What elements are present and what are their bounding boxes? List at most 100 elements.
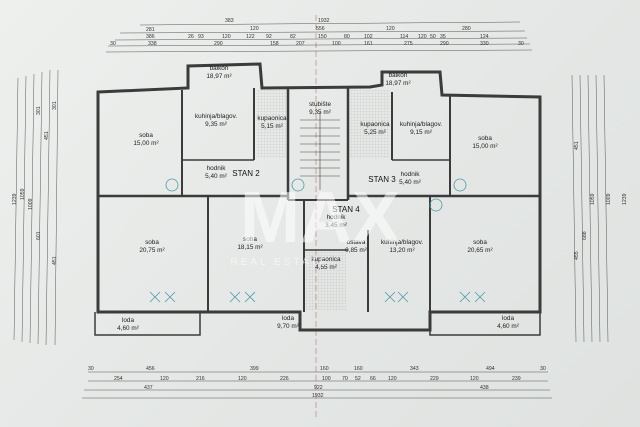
- svg-text:150: 150: [318, 34, 327, 40]
- svg-text:66: 66: [370, 376, 376, 382]
- room-area: 18,97 m²: [385, 80, 410, 87]
- room-area: 3,45 m²: [325, 222, 347, 229]
- room-area: 20,65 m²: [467, 247, 492, 254]
- room-name: kuhinja/blagov.: [195, 113, 237, 120]
- svg-text:1009: 1009: [28, 198, 34, 210]
- svg-text:301: 301: [52, 101, 58, 110]
- svg-text:438: 438: [480, 385, 489, 391]
- watermark: MAX REAL ESTATE: [231, 178, 400, 268]
- top-dimensions: [105, 21, 533, 53]
- svg-text:30: 30: [540, 366, 546, 372]
- svg-text:30: 30: [518, 41, 524, 47]
- left-dimensions: [13, 69, 59, 346]
- svg-text:120: 120: [250, 26, 259, 32]
- room-name: balkon: [389, 72, 408, 79]
- room-area: 13,20 m²: [389, 247, 414, 254]
- room-area: 0,85 m²: [345, 247, 367, 254]
- room-area: 5,40 m²: [399, 179, 421, 186]
- room-labels: balkon 18,97 m² soba 15,00 m² kuhinja/bl…: [117, 65, 519, 332]
- svg-text:494: 494: [486, 366, 495, 372]
- room-area: 20,75 m²: [139, 247, 164, 254]
- room-name: kuhinja/blagov.: [400, 121, 442, 128]
- svg-text:80: 80: [344, 34, 350, 40]
- room-name: loda: [282, 315, 295, 322]
- watermark-tagline: REAL ESTATE: [231, 257, 330, 268]
- room-name: soba: [478, 135, 492, 142]
- svg-text:280: 280: [462, 26, 471, 32]
- svg-text:451: 451: [44, 131, 50, 140]
- left-dimension-values: 1239 1059 1009 601 451 451 301 301: [12, 101, 58, 265]
- svg-text:158: 158: [270, 41, 279, 47]
- svg-text:216: 216: [196, 376, 205, 382]
- svg-text:451: 451: [52, 256, 58, 265]
- svg-text:82: 82: [290, 34, 296, 40]
- svg-text:226: 226: [280, 376, 289, 382]
- svg-text:386: 386: [146, 34, 155, 40]
- svg-text:601: 601: [36, 231, 42, 240]
- svg-text:1239: 1239: [622, 193, 628, 205]
- svg-text:50: 50: [430, 34, 436, 40]
- svg-text:1059: 1059: [590, 193, 596, 205]
- room-area: 18,15 m²: [237, 244, 262, 251]
- svg-text:160: 160: [320, 366, 329, 372]
- svg-text:239: 239: [512, 376, 521, 382]
- svg-text:275: 275: [404, 41, 413, 47]
- svg-text:343: 343: [410, 366, 419, 372]
- svg-text:556: 556: [316, 26, 325, 32]
- room-name: soba: [145, 239, 159, 246]
- room-name: ostava: [347, 239, 366, 246]
- bathroom-tiles-stan2: [256, 90, 286, 158]
- svg-text:114: 114: [400, 34, 408, 40]
- room-name: kupaonica: [360, 121, 390, 128]
- room-name: soba: [243, 236, 257, 243]
- room-area: 9,35 m²: [205, 121, 227, 128]
- svg-text:52: 52: [355, 376, 361, 382]
- bottom-dimension-values: 30 456 399 160 160 343 494 30 254 120 21…: [88, 366, 546, 399]
- room-area: 5,40 m²: [205, 173, 227, 180]
- svg-text:399: 399: [250, 366, 259, 372]
- svg-text:281: 281: [146, 27, 155, 33]
- svg-text:456: 456: [146, 366, 155, 372]
- svg-text:120: 120: [388, 376, 397, 382]
- svg-text:30: 30: [110, 41, 116, 47]
- room-name: stubište: [309, 101, 331, 108]
- room-area: 9,35 m²: [309, 109, 331, 116]
- room-name: kupaonica: [257, 115, 287, 122]
- top-dimension-values: 383 1932 281 120 556 120 280 386 26 93 1…: [110, 18, 524, 47]
- svg-text:93: 93: [198, 34, 204, 40]
- svg-text:102: 102: [364, 34, 373, 40]
- bottom-dimensions: [82, 371, 552, 399]
- room-area: 5,25 m²: [364, 129, 386, 136]
- room-area: 4,60 m²: [497, 323, 519, 330]
- staircase: [300, 112, 340, 190]
- svg-text:120: 120: [470, 376, 479, 382]
- svg-text:455: 455: [574, 251, 580, 260]
- room-area: 9,70 m²: [277, 323, 299, 330]
- svg-text:383: 383: [225, 18, 234, 24]
- unit-labels: STAN 2 STAN 3 STAN 4: [232, 169, 396, 214]
- room-name: hodnik: [327, 214, 347, 221]
- svg-text:120: 120: [386, 26, 395, 32]
- svg-text:161: 161: [364, 41, 373, 47]
- svg-text:30: 30: [88, 366, 94, 372]
- right-dimension-values: 1239 1009 1059 688 455 451: [574, 141, 628, 260]
- room-area: 15,00 m²: [133, 140, 158, 147]
- svg-text:122: 122: [246, 34, 255, 40]
- room-name: hodnik: [401, 171, 421, 178]
- room-name: kuhinja/blagov.: [381, 239, 423, 246]
- room-area: 4,55 m²: [315, 264, 337, 271]
- svg-text:100: 100: [332, 41, 341, 47]
- svg-text:301: 301: [36, 106, 42, 115]
- unit-label: STAN 4: [332, 205, 360, 214]
- room-name: hodnik: [207, 165, 227, 172]
- svg-text:1932: 1932: [312, 393, 324, 399]
- unit-label: STAN 2: [232, 169, 260, 178]
- svg-text:1059: 1059: [20, 188, 26, 200]
- room-name: balkon: [210, 65, 229, 72]
- svg-text:26: 26: [188, 34, 194, 40]
- room-name: loda: [502, 315, 515, 322]
- svg-text:229: 229: [430, 376, 439, 382]
- room-name: soba: [139, 132, 153, 139]
- svg-text:290: 290: [214, 41, 223, 47]
